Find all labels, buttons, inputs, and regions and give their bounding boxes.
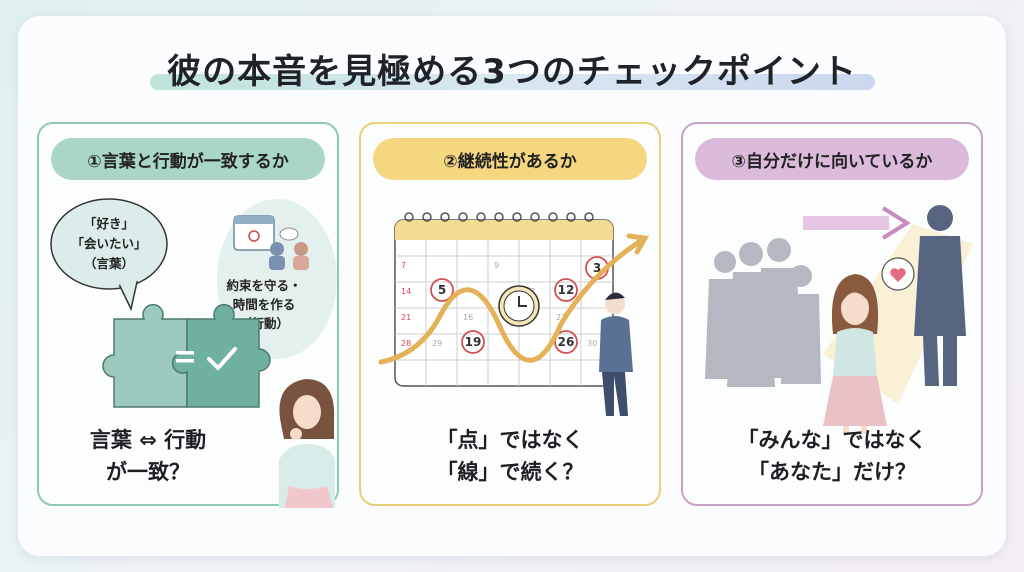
circled-date-3: 3 xyxy=(593,261,601,275)
svg-text:14: 14 xyxy=(401,287,411,296)
card-words-actions: ①言葉と行動が一致するか 「好き」 「会いたい」 （言葉） 約束を守る・ 時間を… xyxy=(37,122,339,508)
svg-text:21: 21 xyxy=(401,313,411,322)
card-heading: ①言葉と行動が一致するか xyxy=(51,138,325,180)
svg-text:23: 23 xyxy=(556,313,566,322)
circled-date-5: 5 xyxy=(438,283,446,297)
man-silhouette-icon xyxy=(914,205,966,386)
svg-text:30: 30 xyxy=(587,339,597,348)
svg-text:28: 28 xyxy=(401,339,411,348)
card-only-you: ③自分だけに向いているか xyxy=(681,122,983,506)
svg-text:7: 7 xyxy=(401,261,406,270)
caption-line-2: 「線」で続く？ xyxy=(436,460,584,484)
bubble-line-1: 「好き」 xyxy=(84,216,134,231)
puzzle-match-icon xyxy=(102,303,271,408)
card-heading: ②継続性があるか xyxy=(373,138,647,180)
svg-text:29: 29 xyxy=(432,339,442,348)
thinking-woman-icon xyxy=(279,379,335,508)
action-line-1: 約束を守る・ xyxy=(226,278,301,293)
svg-text:9: 9 xyxy=(494,261,499,270)
caption-line-2: 「あなた」だけ？ xyxy=(748,460,916,484)
action-line-2: 時間を作る xyxy=(233,297,296,312)
circled-date-26: 26 xyxy=(558,335,575,349)
card-heading: ③自分だけに向いているか xyxy=(695,138,969,180)
continuity-arrow-icon xyxy=(378,239,642,365)
svg-text:16: 16 xyxy=(463,313,473,322)
caption-line-1: 言葉 ⇔ 行動 xyxy=(89,428,207,452)
heart-bubble-icon xyxy=(881,257,915,291)
title-highlight xyxy=(150,74,875,90)
woman-icon xyxy=(823,274,887,434)
arrow-right-icon xyxy=(803,206,911,240)
page-title: 彼の本音を見極める3つのチェックポイント xyxy=(167,52,857,92)
clock-icon xyxy=(498,285,540,327)
crowd-silhouette-icon xyxy=(705,238,821,387)
only-you-illustration xyxy=(705,205,973,434)
card-caption: 「みんな」ではなく 「あなた」だけ？ xyxy=(683,424,981,488)
bubble-line-2: 「会いたい」 xyxy=(71,236,146,251)
caption-line-1: 「みんな」ではなく xyxy=(737,428,927,452)
circled-date-12: 12 xyxy=(558,283,575,297)
circled-date-19: 19 xyxy=(465,335,482,349)
card-caption: 「点」ではなく 「線」で続く？ xyxy=(361,424,659,488)
title-wrap: 彼の本音を見極める3つのチェックポイント xyxy=(0,44,1024,93)
card-caption: 言葉 ⇔ 行動 が一致？ xyxy=(0,424,297,488)
words-actions-illustration: 「好き」 「会いたい」 （言葉） 約束を守る・ 時間を作る （行動） xyxy=(50,198,337,508)
walking-man-icon xyxy=(599,292,633,416)
bubble-line-3: （言葉） xyxy=(84,256,134,271)
speech-bubble-icon xyxy=(50,198,168,312)
caption-line-2: が一致？ xyxy=(106,460,190,484)
caption-line-1: 「点」ではなく xyxy=(436,428,584,452)
